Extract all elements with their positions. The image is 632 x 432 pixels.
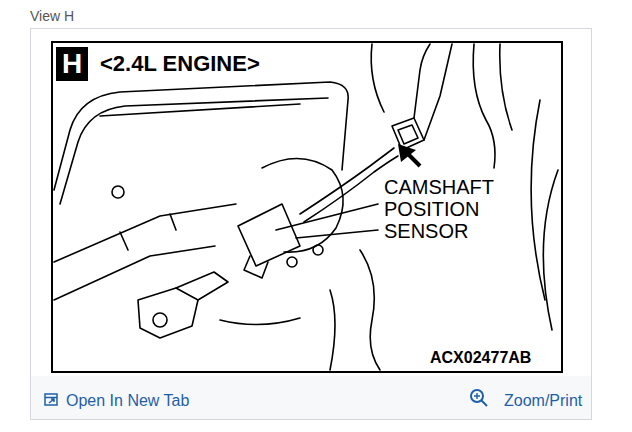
view-heading: View H bbox=[30, 8, 74, 24]
figure-frame bbox=[52, 42, 562, 372]
view-letter: H bbox=[62, 50, 82, 78]
view-letter-box: H bbox=[56, 47, 88, 81]
figure-code: ACX02477AB bbox=[430, 348, 531, 367]
card-frame bbox=[31, 29, 592, 420]
part-name-holder: CAMSHAFT POSITION SENSOR bbox=[384, 176, 524, 242]
open-link-holder: Open In New Tab bbox=[66, 391, 189, 410]
link-bar bbox=[31, 376, 591, 419]
figure-code-holder: ACX02477AB bbox=[430, 348, 531, 367]
open-link: Open In New Tab bbox=[66, 391, 189, 410]
pointer-arrow bbox=[408, 154, 420, 166]
zoom-icon bbox=[471, 390, 487, 406]
zoom-link-holder: Zoom/Print bbox=[504, 391, 582, 410]
part-name: CAMSHAFT POSITION SENSOR bbox=[384, 176, 524, 242]
engine-title: <2.4L ENGINE> bbox=[100, 51, 260, 77]
view-title: View H bbox=[30, 8, 74, 24]
new-tab-icon bbox=[45, 394, 57, 405]
zoom-link: Zoom/Print bbox=[504, 391, 582, 410]
engine-title-holder: <2.4L ENGINE> bbox=[100, 51, 260, 77]
engine-drawing bbox=[54, 44, 558, 370]
pointer-arrowhead bbox=[398, 144, 416, 162]
